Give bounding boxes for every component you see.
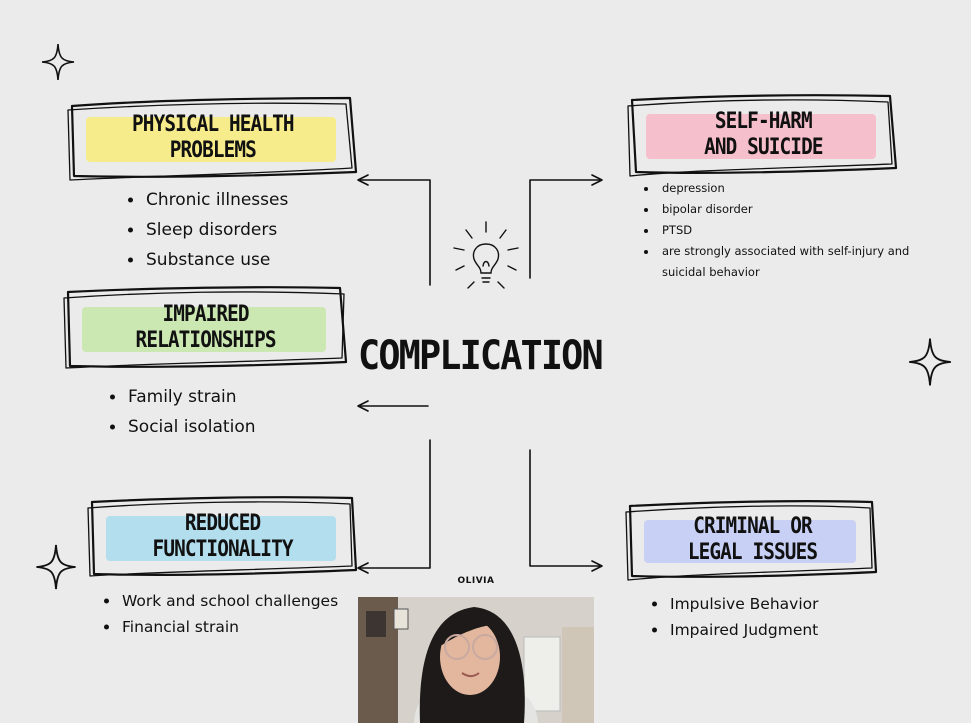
presenter-video[interactable] <box>358 597 594 723</box>
center-title: COMPLICATION <box>358 333 604 379</box>
title-line: CRIMINAL OR <box>692 514 812 539</box>
list-item: Impulsive Behavior <box>648 591 818 617</box>
list-item: Social isolation <box>106 412 256 442</box>
list-item: Work and school challenges <box>100 588 338 614</box>
list-item: PTSD <box>640 220 940 241</box>
functionality-list: Work and school challenges Financial str… <box>100 588 338 640</box>
functionality-box: REDUCED FUNCTIONALITY <box>92 500 354 574</box>
relationships-title: IMPAIRED RELATIONSHIPS <box>135 302 277 354</box>
title-line: AND SUICIDE <box>703 135 823 160</box>
list-item: bipolar disorder <box>640 199 940 220</box>
list-item: Family strain <box>106 382 256 412</box>
functionality-title: REDUCED FUNCTIONALITY <box>152 511 294 563</box>
title-line: REDUCED <box>185 511 261 536</box>
highlight-lavender <box>644 519 856 564</box>
sparkle-icon <box>909 338 951 386</box>
physical-health-box: PHYSICAL HEALTH PROBLEMS <box>72 100 354 176</box>
title-line: IMPAIRED <box>162 302 250 327</box>
criminal-legal-box: CRIMINAL OR LEGAL ISSUES <box>630 504 874 576</box>
highlight-pink <box>646 114 876 159</box>
list-item: Substance use <box>124 245 288 275</box>
title-line: LEGAL ISSUES <box>687 540 817 565</box>
presenter-figure <box>358 597 594 723</box>
lightbulb-icon <box>453 221 519 289</box>
title-line: RELATIONSHIPS <box>135 328 277 353</box>
list-item-continued: suicidal behavior <box>662 265 760 279</box>
relationships-box: IMPAIRED RELATIONSHIPS <box>68 290 344 366</box>
self-harm-list: depression bipolar disorder PTSD are str… <box>640 178 940 283</box>
title-line: FUNCTIONALITY <box>152 537 294 562</box>
sparkle-icon <box>41 43 75 81</box>
highlight-green <box>82 306 326 353</box>
list-item: depression <box>640 178 940 199</box>
speaker-name: OLIVIA <box>457 576 495 586</box>
title-line: PROBLEMS <box>169 138 257 163</box>
list-item: Chronic illnesses <box>124 185 288 215</box>
physical-health-list: Chronic illnesses Sleep disorders Substa… <box>124 185 288 275</box>
self-harm-box: SELF-HARM AND SUICIDE <box>632 98 894 172</box>
title-line: PHYSICAL HEALTH <box>132 112 295 137</box>
list-item: Impaired Judgment <box>648 617 818 643</box>
list-item: Financial strain <box>100 614 338 640</box>
list-item: Sleep disorders <box>124 215 288 245</box>
criminal-legal-list: Impulsive Behavior Impaired Judgment <box>648 591 818 643</box>
relationships-list: Family strain Social isolation <box>106 382 256 442</box>
self-harm-title: SELF-HARM AND SUICIDE <box>704 109 823 161</box>
highlight-yellow <box>86 116 336 163</box>
criminal-legal-title: CRIMINAL OR LEGAL ISSUES <box>687 514 817 566</box>
title-line: SELF-HARM <box>714 109 812 134</box>
physical-health-title: PHYSICAL HEALTH PROBLEMS <box>132 112 295 164</box>
sparkle-icon <box>36 544 76 590</box>
highlight-blue <box>106 516 336 561</box>
list-item: are strongly associated with self-injury… <box>640 241 940 262</box>
